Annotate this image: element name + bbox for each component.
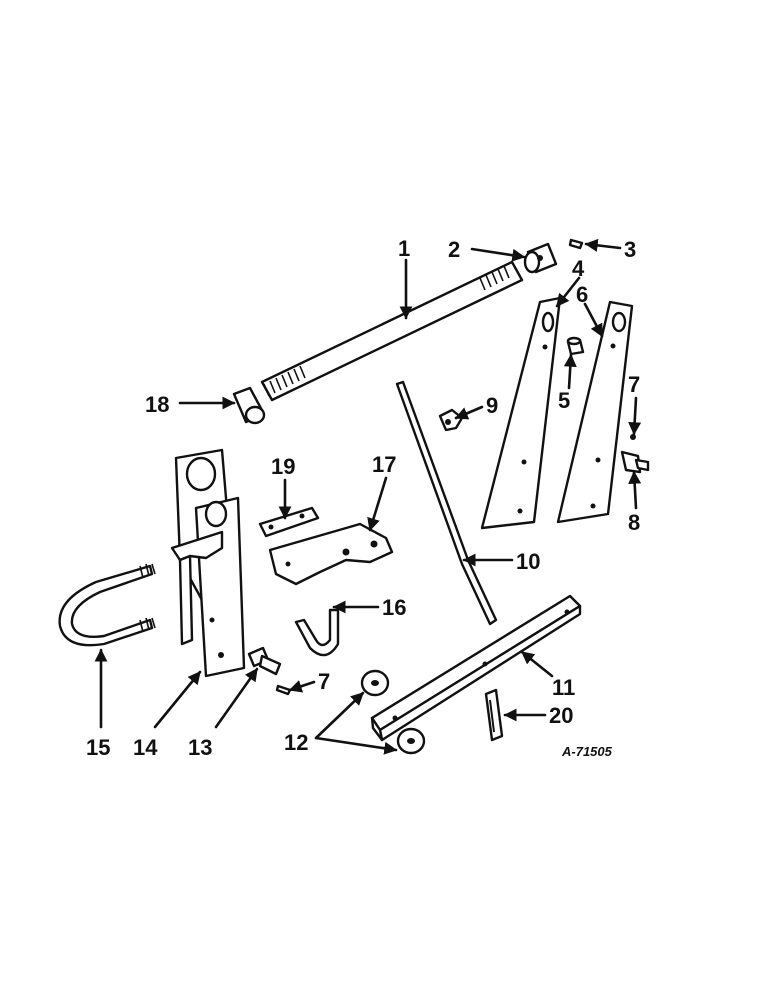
callout-18: 18 [145,392,169,417]
callout-5: 5 [558,388,570,413]
callout-4: 4 [572,256,585,281]
part-16-u-clip [294,608,340,657]
callout-17: 17 [372,452,396,477]
part-13-bolt [247,646,282,676]
callout-13: 13 [188,735,212,760]
callout-9: 9 [486,393,498,418]
part-3-pin [568,238,584,250]
part-20-plate [484,688,504,742]
callout-6: 6 [576,282,588,307]
callout-labels: 1 2 3 4 5 6 7 8 9 10 11 12 13 7 14 15 16… [86,236,640,760]
callout-8: 8 [628,510,640,535]
callout-11: 11 [552,675,575,700]
part-14-bracket [170,448,246,678]
callout-3: 3 [624,237,636,262]
callout-16: 16 [382,595,406,620]
callout-10: 10 [516,549,540,574]
part-5-bushing [566,336,585,356]
callout-15: 15 [86,735,110,760]
callout-20: 20 [549,703,573,728]
part-8-bolt [620,450,650,474]
part-7-pin-upper [630,434,636,440]
callout-14: 14 [133,735,158,760]
callout-7b: 7 [318,669,330,694]
part-9-clip [438,408,464,432]
leader-lines [94,238,642,755]
part-10-rod [395,380,498,626]
callout-19: 19 [271,454,295,479]
callout-1: 1 [398,236,410,261]
part-19-strap [258,506,320,538]
callout-2: 2 [448,237,460,262]
callout-7a: 7 [628,372,640,397]
part-18-collar [232,386,266,425]
part-11-bar [370,594,582,742]
part-6-plate [556,300,634,524]
figure-reference: A-71505 [561,744,613,759]
part-17-bracket [268,522,394,586]
part-1-threaded-rod [260,260,524,402]
part-15-u-bolt [58,563,156,647]
part-2-collar [523,242,558,274]
part-4-plate [480,296,562,530]
part-12-washers [360,669,426,755]
part-7-pin-lower [275,684,292,696]
callout-12: 12 [284,730,308,755]
